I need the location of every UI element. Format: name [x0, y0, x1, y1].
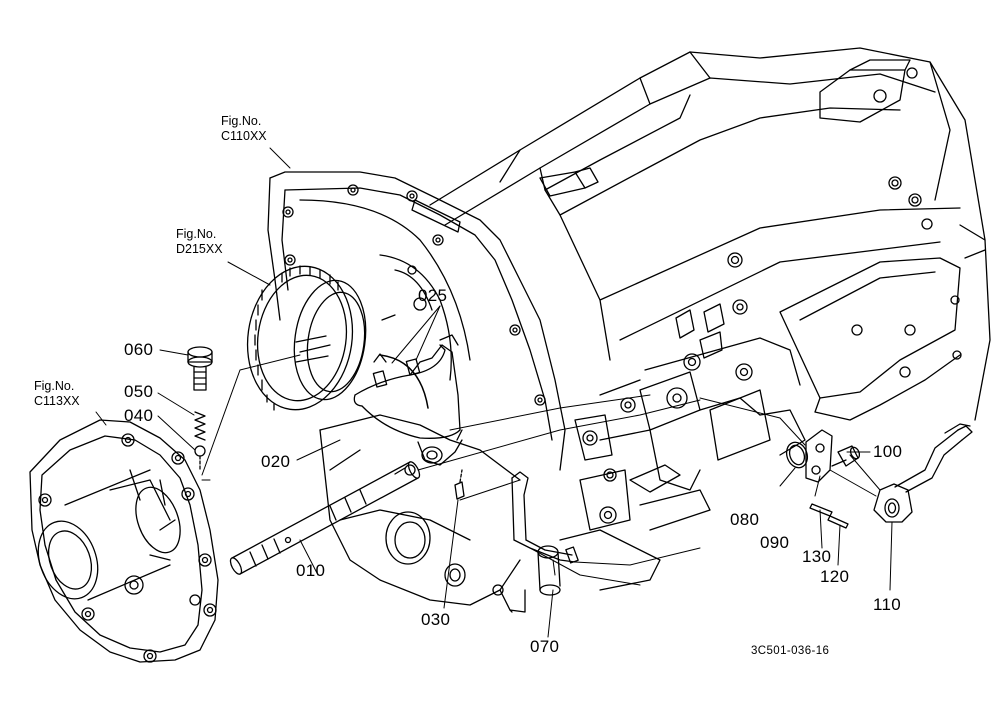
figure-ref-d215: Fig.No. D215XX: [176, 227, 223, 257]
part-number-090: 090: [760, 533, 790, 552]
figure-ref-c110-line1: Fig.No.: [221, 114, 262, 128]
figure-ref-c110: Fig.No. C110XX: [221, 114, 267, 144]
cover-housing: [29, 419, 219, 663]
part-number-025: 025: [418, 286, 448, 305]
selector-parts: [785, 423, 973, 529]
part-number-080: 080: [730, 510, 760, 529]
figure-ref-c113-line1: Fig.No.: [34, 379, 75, 393]
part-number-020: 020: [261, 452, 291, 471]
shift-rod: [229, 461, 421, 575]
ring-gear: [246, 265, 367, 411]
part-number-100: 100: [873, 442, 903, 461]
part-number-060: 060: [124, 340, 154, 359]
figure-ref-d215-line2: D215XX: [176, 242, 223, 256]
part-number-070: 070: [530, 637, 560, 656]
leader-lines: [95, 147, 893, 638]
part-number-130: 130: [802, 547, 832, 566]
part-number-010: 010: [296, 561, 326, 580]
part-number-050: 050: [124, 382, 154, 401]
detent-assembly: [187, 346, 213, 471]
part-number-030: 030: [421, 610, 451, 629]
housing-flange: [267, 171, 566, 613]
figure-ref-c113: Fig.No. C113XX: [34, 379, 80, 409]
figure-ref-c110-line2: C110XX: [221, 129, 267, 143]
drawing-code: 3C501-036-16: [751, 645, 830, 657]
transmission-case: [429, 47, 991, 591]
part-number-120: 120: [820, 567, 850, 586]
shift-fork: [353, 334, 463, 466]
figure-ref-c113-line2: C113XX: [34, 394, 80, 408]
figure-ref-d215-line1: Fig.No.: [176, 227, 217, 241]
part-number-110: 110: [873, 595, 902, 614]
part-number-040: 040: [124, 406, 154, 425]
shift-lever: [454, 469, 579, 596]
